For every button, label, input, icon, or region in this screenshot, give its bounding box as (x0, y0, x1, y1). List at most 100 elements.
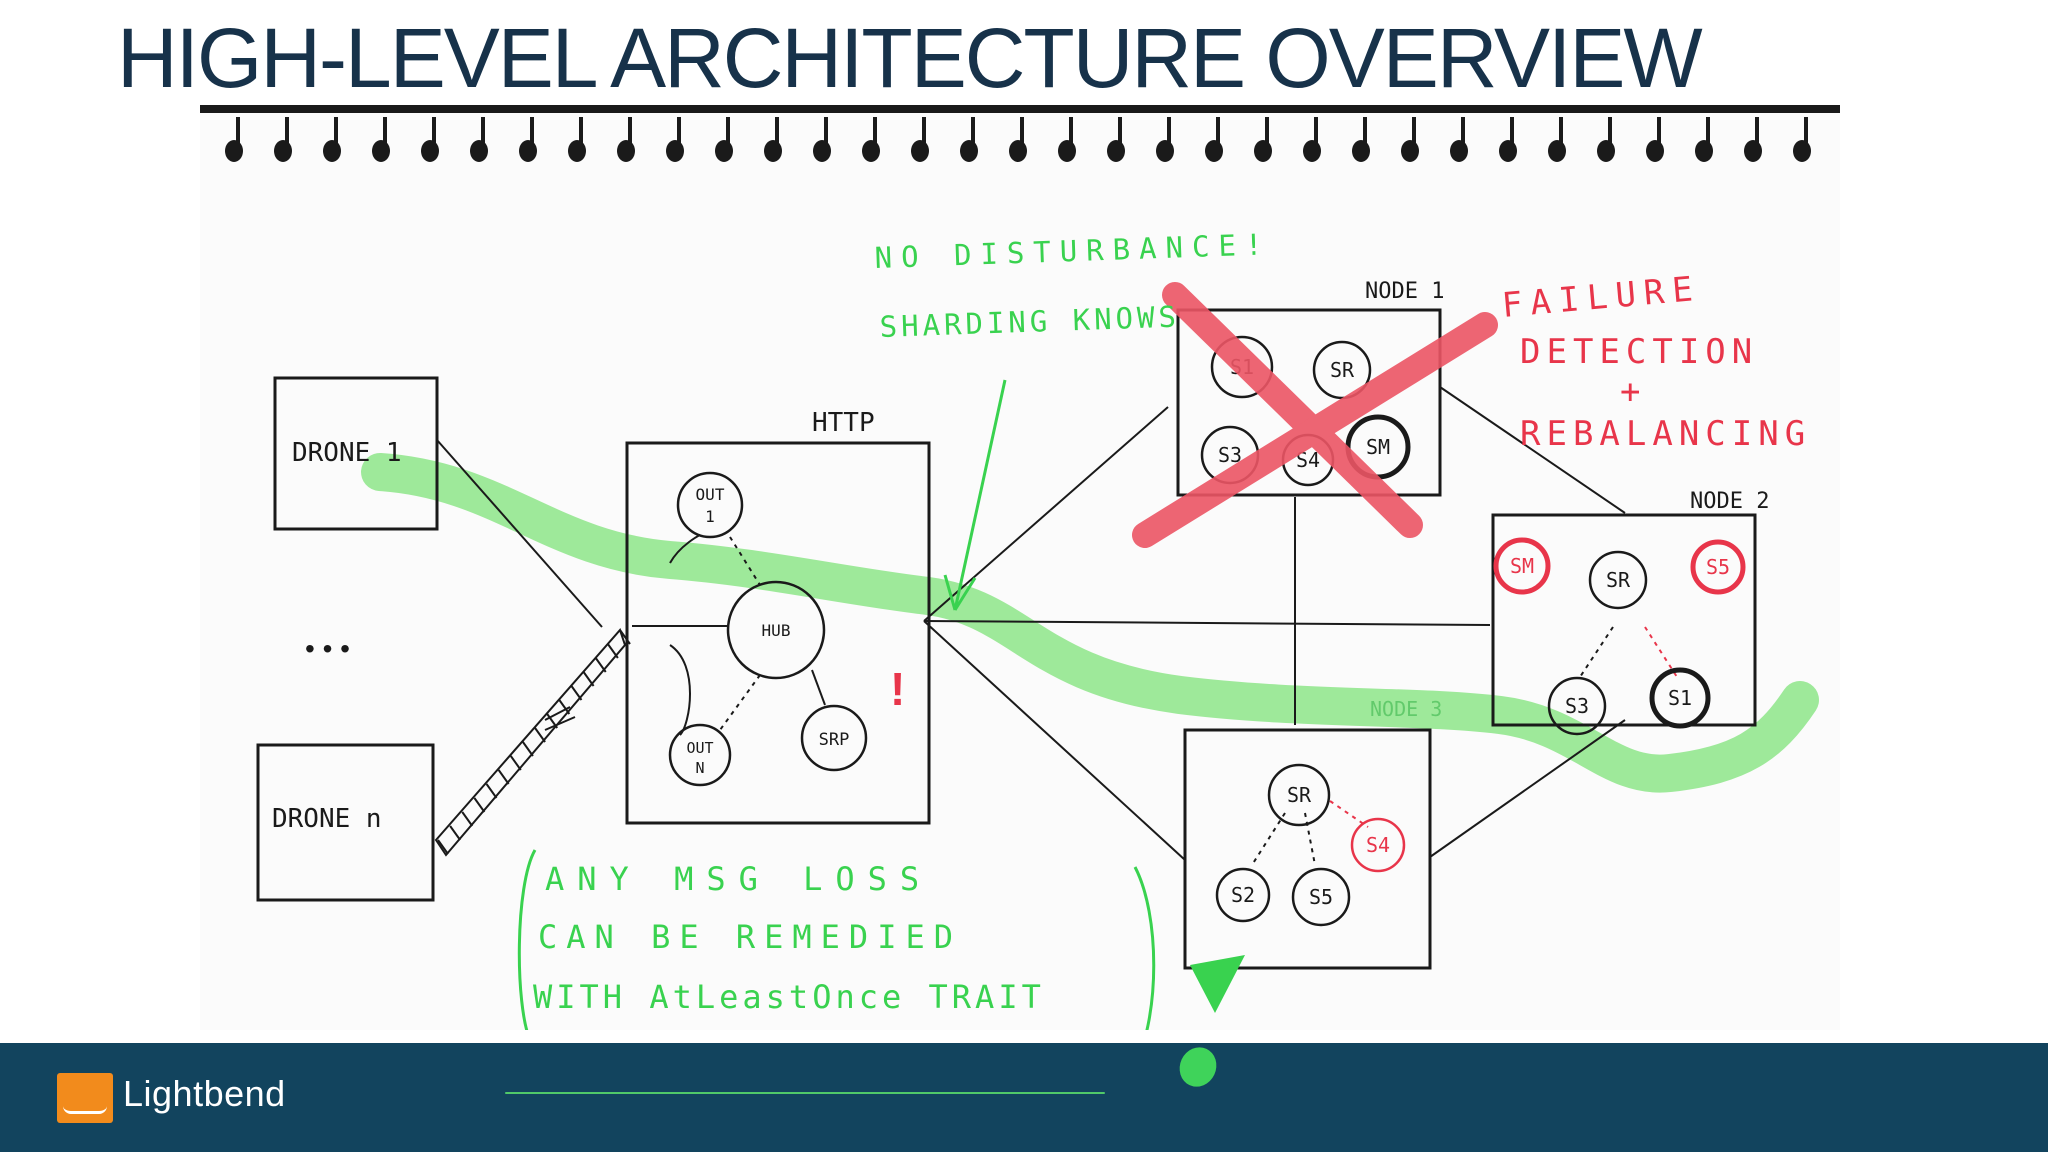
drone-n-label: DRONE n (272, 804, 382, 834)
note-atleastonce: WITH AtLeastOnce TRAIT (533, 978, 1045, 1016)
slide-title: HIGH-LEVEL ARCHITECTURE OVERVIEW (117, 11, 1703, 105)
binding-ring (1156, 117, 1174, 162)
node-2-shard-1: SM (1493, 537, 1551, 595)
spiral-binding (225, 117, 1811, 162)
node-3-shard-label-3: S2 (1231, 883, 1255, 907)
binding-ring (813, 117, 831, 162)
node-2-shard-link (1579, 626, 1614, 678)
out-n-label-a: OUT (686, 739, 713, 757)
http-box (625, 441, 931, 825)
node-3-shard-label-2: S4 (1366, 833, 1390, 857)
node-1-shard-label-2: SR (1330, 358, 1355, 382)
failure-x-mark (1132, 282, 1498, 548)
node-2-shard-label-4: S3 (1565, 694, 1589, 718)
node-1-shard-label-5: SM (1366, 435, 1390, 459)
binding-ring (1695, 117, 1713, 162)
footer-bar: Lightbend (0, 1043, 2048, 1152)
http-internal-arrows (632, 534, 826, 736)
node-2-shard-5: S1 (1649, 667, 1711, 729)
message-path-highlight (361, 453, 1819, 793)
node-2-shard-4: S3 (1547, 676, 1607, 736)
note-arrow (943, 379, 1007, 611)
binding-ring (1254, 117, 1272, 162)
node-2-shard-label-2: SR (1606, 568, 1631, 592)
note-plus: + (1620, 372, 1640, 412)
node-2-shard-2: SR (1588, 550, 1648, 610)
node-3-shard-1: SR (1267, 763, 1331, 827)
binding-ring (1107, 117, 1125, 162)
drones-ellipsis: • • • (305, 633, 350, 664)
binding-ring (421, 117, 439, 162)
note-bracket-left (517, 849, 537, 1030)
node-2-label: NODE 2 (1690, 489, 1769, 514)
binding-ring (568, 117, 586, 162)
binding-ring (1450, 117, 1468, 162)
note-msg-loss: ANY MSG LOSS (545, 860, 932, 898)
binding-ring (323, 117, 341, 162)
binding-ring (225, 117, 243, 162)
node-1-shard-2: SR (1312, 340, 1372, 400)
node-3-shard-2: S4 (1350, 817, 1406, 873)
node-3-shard-4: S5 (1291, 867, 1351, 927)
node-2-shard-label-3: S5 (1706, 555, 1730, 579)
node-2-shard-3: S5 (1690, 539, 1746, 595)
binding-ring (911, 117, 929, 162)
binding-ring (1499, 117, 1517, 162)
binding-ring (274, 117, 292, 162)
node-1-label: NODE 1 (1365, 279, 1444, 304)
node-3-shard-3: S2 (1215, 867, 1271, 923)
drone-n-connector (434, 628, 631, 857)
binding-ring (1401, 117, 1419, 162)
node-2-shard-label-5: S1 (1668, 686, 1692, 710)
note-can-be-remedied: CAN BE REMEDIED (538, 918, 962, 956)
out-n-node (668, 723, 732, 787)
footer-green-stroke (505, 1092, 1105, 1094)
note-down-arrow (1190, 955, 1245, 1013)
note-detection: DETECTION (1520, 332, 1758, 372)
binding-ring (1205, 117, 1223, 162)
http-to-nodes-connectors (923, 386, 1626, 861)
out-1-label-a: OUT (696, 485, 725, 504)
note-sharding-knows: SHARDING KNOWS (879, 300, 1180, 344)
binding-ring (1009, 117, 1027, 162)
node-2-shard-link-red (1644, 626, 1678, 678)
out-n-label-b: N (695, 759, 704, 777)
binding-ring (617, 117, 635, 162)
out-1-label-b: 1 (705, 507, 715, 526)
sketch-drawing: DRONE 1 • • • DRONE n HTTP OUT 1 HUB OUT… (200, 105, 1840, 1030)
note-bracket-right (1133, 866, 1156, 1030)
binding-ring (470, 117, 488, 162)
node-2-box (1491, 513, 1757, 727)
out-1-node (676, 471, 744, 539)
node-3-label: NODE 3 (1370, 697, 1442, 721)
http-label: HTTP (812, 408, 875, 438)
node-2-shard-label-1: SM (1510, 554, 1534, 578)
binding-ring (1548, 117, 1566, 162)
node-3-box (1183, 728, 1432, 970)
node-1-box (1176, 308, 1442, 497)
binding-ring (1744, 117, 1762, 162)
note-rebalancing: REBALANCING (1520, 414, 1811, 454)
srp-label: SRP (819, 730, 850, 750)
node-3-shard-label-4: S5 (1309, 885, 1333, 909)
note-no-disturbance: NO DISTURBANCE! (874, 227, 1272, 275)
drone-1-label: DRONE 1 (292, 438, 402, 468)
binding-ring (519, 117, 537, 162)
node-3-shard-label-1: SR (1287, 783, 1312, 807)
binding-ring (1793, 117, 1811, 162)
binding-ring (1303, 117, 1321, 162)
architecture-sketch: DRONE 1 • • • DRONE n HTTP OUT 1 HUB OUT… (200, 105, 1840, 1030)
binding-ring (372, 117, 390, 162)
binding-ring (1646, 117, 1664, 162)
drone-1-connector (436, 439, 603, 628)
brand-name: Lightbend (123, 1073, 286, 1114)
srp-node (800, 704, 868, 772)
binding-ring (960, 117, 978, 162)
node-3-shard-links (1251, 800, 1369, 866)
binding-ring (862, 117, 880, 162)
hub-label: HUB (762, 621, 791, 640)
binding-ring (715, 117, 733, 162)
drone-1-box (273, 376, 439, 531)
http-exclamation: ! (890, 663, 905, 715)
note-failure: FAILURE (1500, 269, 1702, 326)
